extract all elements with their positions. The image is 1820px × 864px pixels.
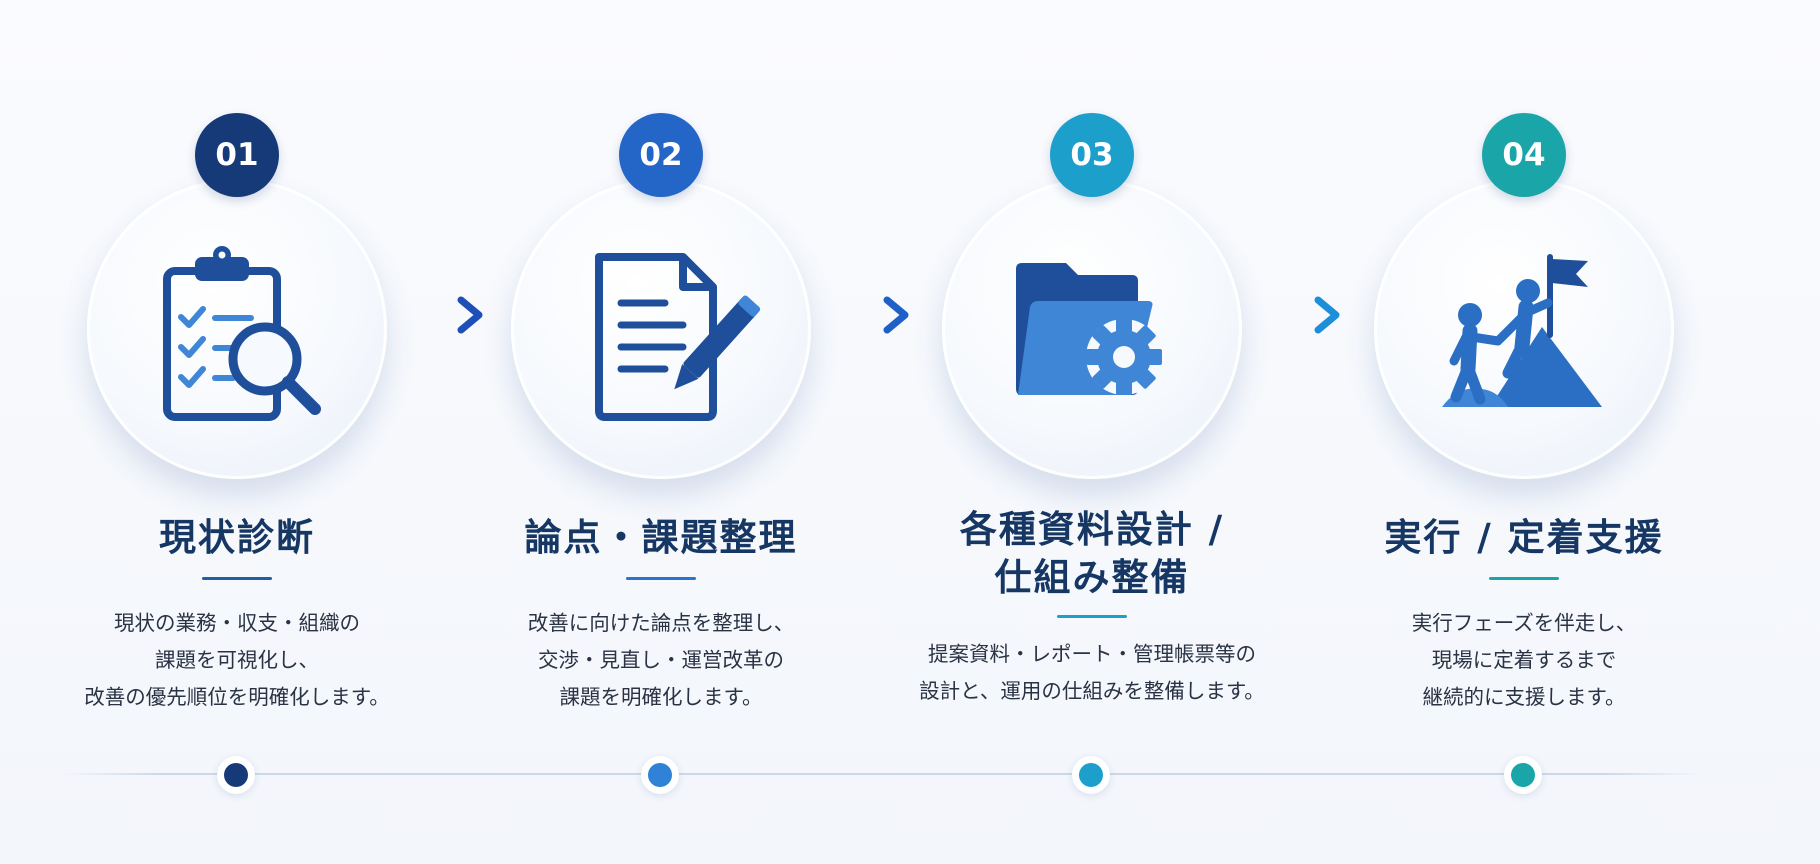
step-1-desc-line: 現状の業務・収支・組織の	[114, 611, 360, 635]
step-1-title-underline	[202, 577, 272, 580]
timeline-dot-1	[217, 756, 255, 794]
step-4-desc-line: 現場に定着するまで	[1431, 648, 1617, 672]
arrow-right-icon	[839, 296, 909, 334]
timeline-dot-4	[1504, 756, 1542, 794]
step-4-desc-line: 実行フェーズを伴走し、	[1411, 611, 1637, 635]
step-2-number-badge: 02	[619, 113, 703, 197]
step-4-desc-line: 継続的に支援します。	[1422, 685, 1626, 709]
timeline-dot-2	[641, 756, 679, 794]
step-1-number-badge: 01	[195, 113, 279, 197]
step-4-icon-circle	[1374, 179, 1674, 479]
document-pen-icon	[595, 253, 761, 421]
timeline-dot-4-core	[1511, 763, 1535, 787]
step-2-desc-line: 課題を明確化します。	[559, 685, 763, 709]
step-2-title-line: 論点・課題整理	[524, 516, 798, 559]
step-2: 02 論点・課題整理 改善に向けた論点を整理し、 交渉・見直し・運	[451, 0, 871, 864]
step-4-title-underline	[1489, 577, 1559, 580]
arrow-right-icon	[413, 296, 483, 334]
step-3-number-badge: 03	[1050, 113, 1134, 197]
timeline-dot-3-core	[1079, 763, 1103, 787]
step-1-title-line: 現状診断	[159, 516, 315, 559]
step-4-number-badge: 04	[1482, 113, 1566, 197]
step-3-title-line: 仕組み整備	[994, 556, 1190, 599]
step-2-description: 改善に向けた論点を整理し、 交渉・見直し・運営改革の 課題を明確化します。	[451, 605, 871, 716]
step-2-desc-line: 改善に向けた論点を整理し、	[527, 611, 795, 635]
step-1-icon-circle	[87, 179, 387, 479]
step-2-icon-circle	[511, 179, 811, 479]
step-3-title: 各種資料設計 / 仕組み整備	[882, 506, 1302, 602]
step-1-desc-line: 改善の優先順位を明確化します。	[84, 685, 390, 709]
step-4-title: 実行 / 定着支援	[1314, 514, 1734, 562]
step-1: 01 現状診断 現状の業務・収支・組織の 課題を可視化し、	[27, 0, 447, 864]
step-2-title: 論点・課題整理	[451, 514, 871, 562]
step-1-title: 現状診断	[27, 514, 447, 562]
arrow-right-icon	[1270, 296, 1340, 334]
timeline-dot-2-core	[648, 763, 672, 787]
timeline-dot-1-core	[224, 763, 248, 787]
timeline-line	[62, 773, 1702, 775]
mountain-flag-people-icon	[1442, 254, 1602, 407]
step-3-title-line: 各種資料設計 /	[959, 508, 1225, 551]
step-3-icon-circle	[942, 179, 1242, 479]
step-2-title-underline	[626, 577, 696, 580]
step-4-title-line: 実行 / 定着支援	[1384, 516, 1664, 559]
folder-gear-icon	[1016, 263, 1162, 395]
step-1-description: 現状の業務・収支・組織の 課題を可視化し、 改善の優先順位を明確化します。	[27, 605, 447, 716]
step-4-description: 実行フェーズを伴走し、 現場に定着するまで 継続的に支援します。	[1314, 605, 1734, 716]
step-4: 04	[1314, 0, 1734, 864]
step-3-description: 提案資料・レポート・管理帳票等の 設計と、運用の仕組みを整備します。	[882, 636, 1302, 710]
step-3-desc-line: 提案資料・レポート・管理帳票等の	[928, 642, 1256, 666]
step-3: 03	[882, 0, 1302, 864]
step-2-desc-line: 交渉・見直し・運営改革の	[538, 648, 784, 672]
step-3-title-underline	[1057, 615, 1127, 618]
step-1-desc-line: 課題を可視化し、	[155, 648, 319, 672]
step-3-desc-line: 設計と、運用の仕組みを整備します。	[919, 679, 1265, 703]
clipboard-search-icon	[163, 246, 321, 421]
timeline-dot-3	[1072, 756, 1110, 794]
